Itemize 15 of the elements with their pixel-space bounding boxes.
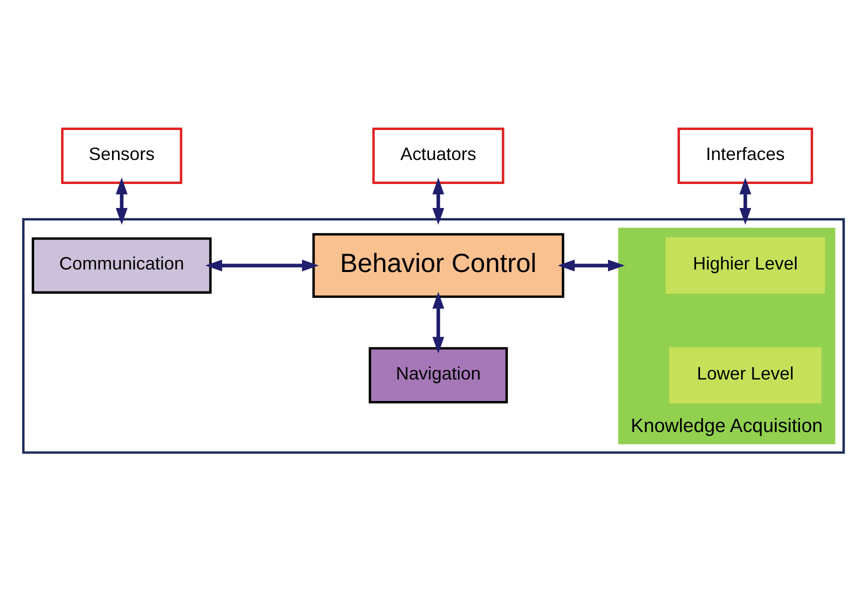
node-box: Actuators [372, 127, 504, 184]
node-box: Behavior Control [312, 232, 564, 298]
node-box: Lower Level [669, 346, 822, 403]
node-box: Interfaces [678, 127, 814, 184]
node-box: Communication [32, 236, 212, 294]
arrow [432, 177, 444, 224]
cluster [22, 218, 845, 454]
node-box: Highier Level [666, 236, 826, 294]
arrow [739, 177, 752, 224]
node-box: Navigation [368, 346, 508, 403]
arrow [116, 177, 128, 224]
arrow [432, 291, 444, 354]
node-box: Sensors [61, 127, 182, 184]
arrow [558, 259, 625, 271]
arrow [205, 259, 319, 271]
